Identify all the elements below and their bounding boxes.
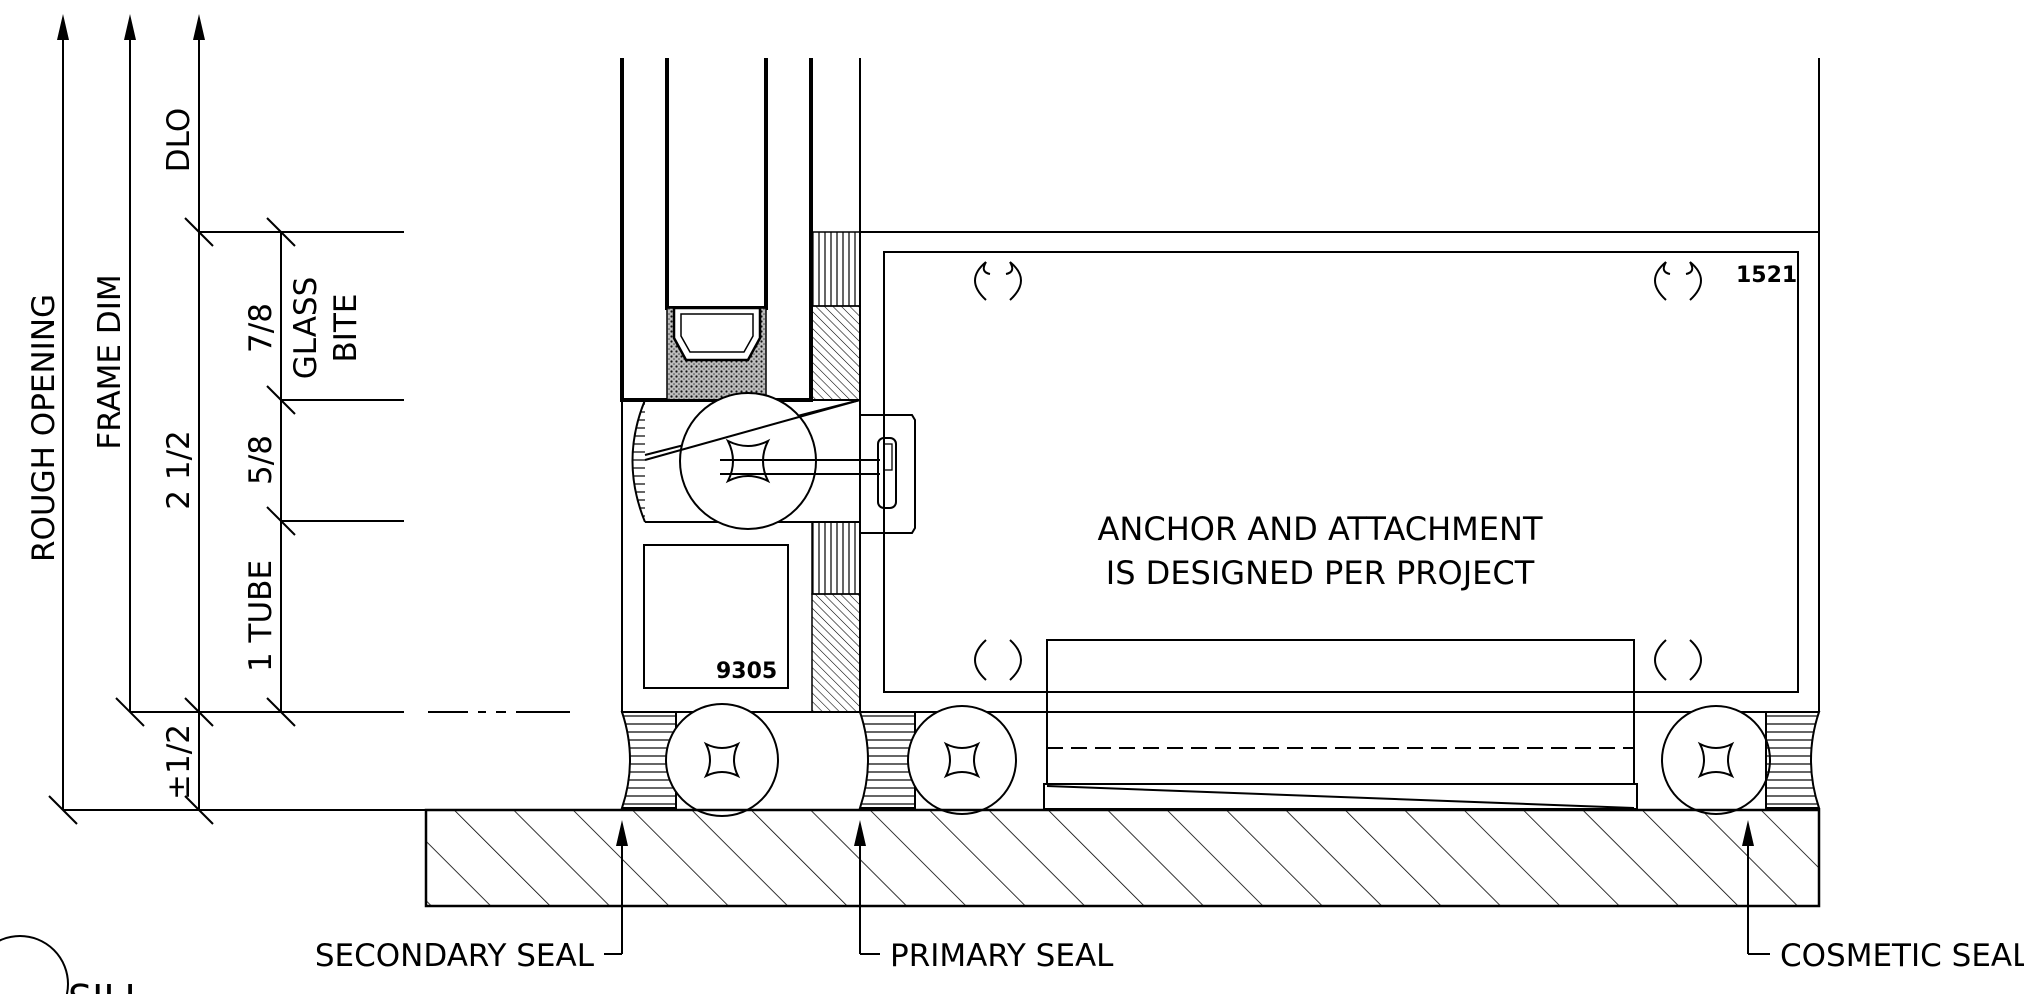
- five-eighths-label: 5/8: [243, 435, 279, 485]
- sealant-joints: [620, 703, 1821, 817]
- glass-bite-label-2: BITE: [328, 294, 364, 363]
- arrow-up-icon: [616, 820, 628, 846]
- one-tube-label: 1 TUBE: [243, 560, 279, 672]
- frame-1521: [883, 251, 1799, 810]
- detail-title: SILL: [68, 977, 146, 994]
- secondary-seal-label: SECONDARY SEAL: [315, 938, 595, 974]
- frame-dim-label: FRAME DIM: [92, 274, 128, 449]
- arrow-up-icon: [193, 14, 205, 40]
- detail-bubble-icon: [0, 935, 69, 994]
- arrow-up-icon: [57, 14, 69, 40]
- arrow-up-icon: [124, 14, 136, 40]
- frame-9305: [621, 231, 916, 713]
- substrate-hatched: [424, 808, 1821, 908]
- anchor-note-line1: ANCHOR AND ATTACHMENT: [1098, 510, 1543, 548]
- arrow-up-icon: [854, 820, 866, 846]
- two-half-label: 2 1/2: [161, 430, 197, 509]
- anchor-note-line2: IS DESIGNED PER PROJECT: [1106, 554, 1535, 592]
- part-9305-label: 9305: [716, 659, 777, 684]
- glass-lites: [620, 58, 813, 402]
- plus-minus-half-label: ±1/2: [161, 724, 197, 800]
- arrow-up-icon: [1742, 820, 1754, 846]
- glass-bite-label-1: GLASS: [288, 277, 324, 380]
- cosmetic-seal-label: COSMETIC SEAL: [1780, 938, 2024, 974]
- part-1521-label: 1521: [1736, 263, 1797, 288]
- dimension-lines: [48, 14, 570, 825]
- rough-opening-label: ROUGH OPENING: [26, 294, 62, 562]
- seal-leaders: [604, 820, 1770, 955]
- dlo-label: DLO: [161, 108, 197, 172]
- seven-eighths-label: 7/8: [243, 303, 279, 353]
- primary-seal-label: PRIMARY SEAL: [890, 938, 1114, 974]
